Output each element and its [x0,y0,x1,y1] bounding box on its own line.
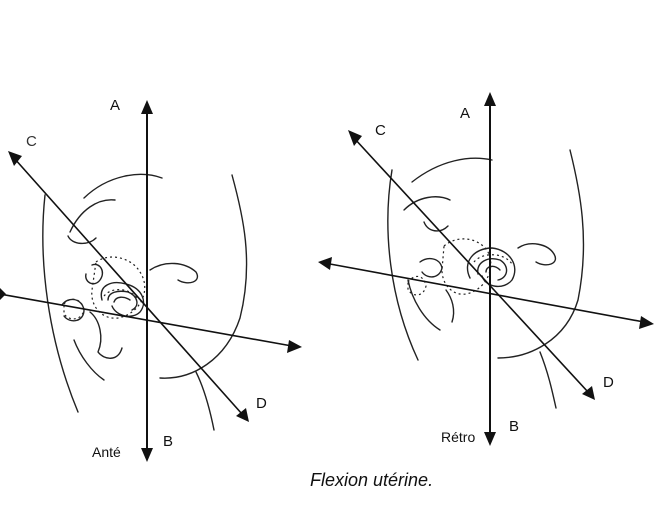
left-panel: A B C D Anté [0,97,302,462]
left-axis-ab [141,100,153,462]
left-label-a: A [110,97,120,114]
right-anatomy-outline [387,149,585,409]
right-dotted-outline [441,238,492,295]
right-dotted-bladder [407,275,427,296]
left-anatomy-outline [42,173,248,431]
right-panel: A B C D Rétro [318,92,654,446]
left-label-c: C [26,133,37,150]
right-uterus [466,247,516,287]
left-axis-horizontal [0,288,302,353]
right-axis-ab [484,92,496,446]
left-dotted-outline [91,256,146,319]
right-axis-cd [348,130,595,400]
right-label-d: D [603,374,614,391]
left-axis-cd [8,151,249,422]
right-label-a: A [460,105,470,122]
right-label-c: C [375,122,386,139]
right-label-b: B [509,418,519,435]
left-uterus [100,282,145,317]
right-caption-retro: Rétro [441,429,475,445]
left-caption-ante: Anté [92,444,121,460]
figure-caption: Flexion utérine. [310,470,433,490]
right-axis-horizontal [318,257,654,329]
left-label-d: D [256,395,267,412]
left-label-b: B [163,433,173,450]
